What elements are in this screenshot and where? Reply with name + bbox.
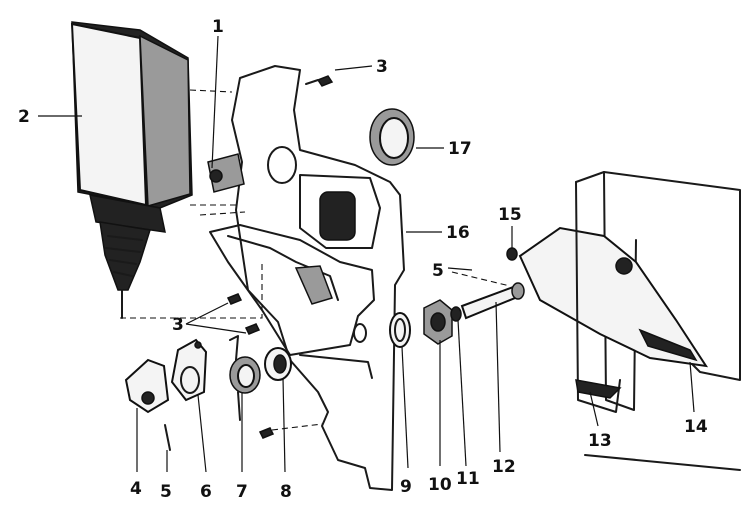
- callout-8: 8: [280, 482, 292, 502]
- spring-part: [229, 335, 261, 421]
- mounting-plate: [120, 65, 405, 491]
- guard-cover: [518, 171, 741, 471]
- callout-16: 16: [446, 223, 470, 243]
- shaft-part: [451, 271, 525, 320]
- callout-15: 15: [498, 205, 522, 225]
- callout-labels: 1 2 3 3 4 5 5 6 7 8 9 10 11 12 13 14 15 …: [18, 17, 708, 502]
- washer-part: [450, 306, 462, 322]
- bushing-part: [264, 347, 292, 381]
- nut-part: [423, 299, 453, 345]
- motor-housing: [70, 21, 193, 319]
- seal-ring-inner: [394, 318, 406, 342]
- callout-12: 12: [492, 457, 516, 477]
- set-screw: [506, 247, 518, 261]
- callout-10: 10: [428, 475, 452, 495]
- callout-2: 2: [18, 107, 30, 127]
- cam-part: [124, 358, 170, 414]
- seal-ring: [389, 312, 411, 348]
- callout-1: 1: [212, 17, 224, 37]
- switch-part: [207, 153, 245, 193]
- callout-11: 11: [456, 469, 480, 489]
- callout-5-bottom: 5: [160, 482, 172, 502]
- callout-3-top: 3: [376, 57, 388, 77]
- callout-4: 4: [130, 479, 142, 499]
- callout-7: 7: [236, 482, 248, 502]
- callout-14: 14: [684, 417, 708, 437]
- ring-part: [369, 108, 415, 166]
- callout-5-right: 5: [432, 261, 444, 281]
- pin-part: [164, 424, 171, 451]
- callout-17: 17: [448, 139, 472, 159]
- callout-6: 6: [200, 482, 212, 502]
- callout-13: 13: [588, 431, 612, 451]
- callout-3-left: 3: [172, 315, 184, 335]
- bracket-part: [170, 338, 208, 402]
- leader-lines: [38, 35, 695, 473]
- callout-9: 9: [400, 477, 412, 497]
- screws: [226, 75, 334, 439]
